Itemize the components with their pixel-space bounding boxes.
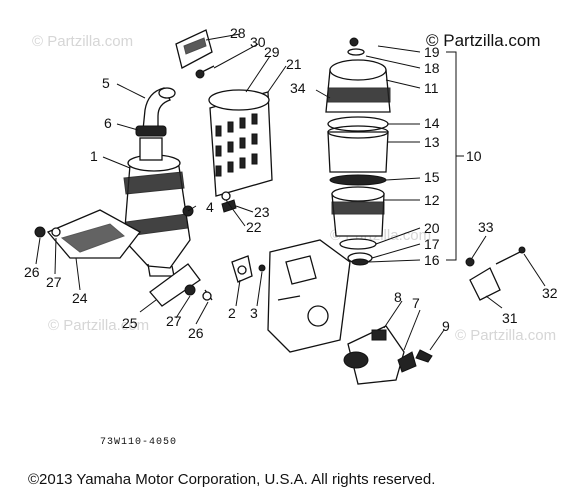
- callout-24: 24: [72, 290, 88, 306]
- callout-34: 34: [290, 80, 306, 96]
- callout-13: 13: [424, 134, 440, 150]
- copyright-notice: ©2013 Yamaha Motor Corporation, U.S.A. A…: [28, 471, 436, 488]
- bolt[interactable]: [415, 349, 433, 363]
- callout-11: 11: [424, 80, 439, 96]
- muffler-bracket[interactable]: [149, 263, 213, 307]
- callout-21: 21: [286, 56, 302, 72]
- muffler-body[interactable]: [123, 154, 191, 277]
- callout-22: 22: [246, 219, 262, 235]
- callout-26: 26: [188, 325, 204, 341]
- lever-bracket[interactable]: [465, 246, 526, 301]
- watermark: © Partzilla.com: [455, 327, 556, 344]
- callout-27: 27: [166, 313, 182, 329]
- callout-2: 2: [228, 305, 236, 321]
- top-cap[interactable]: [175, 29, 215, 79]
- callout-27: 27: [46, 274, 62, 290]
- callout-28: 28: [230, 25, 246, 41]
- callout-30: 30: [250, 34, 266, 50]
- callout-12: 12: [424, 192, 440, 208]
- callout-33: 33: [478, 219, 494, 235]
- callout-31: 31: [502, 310, 518, 326]
- engine-block: [267, 239, 351, 353]
- perforated-guard[interactable]: [208, 89, 273, 197]
- callout-16: 16: [424, 252, 440, 268]
- callout-9: 9: [442, 318, 450, 334]
- stud[interactable]: [258, 264, 266, 272]
- elbow-pipe[interactable]: [135, 87, 176, 161]
- callouts: 1 2 3 4 5 6 7 8 9 10 11 12 13 14 15 16 1…: [24, 25, 558, 341]
- callout-20: 20: [424, 220, 440, 236]
- callout-15: 15: [424, 169, 440, 185]
- callout-6: 6: [104, 115, 112, 131]
- callout-17: 17: [424, 236, 440, 252]
- callout-25: 25: [122, 315, 138, 331]
- callout-26: 26: [24, 264, 40, 280]
- partzilla-brand: © Partzilla.com: [426, 31, 541, 50]
- heat-shield-plate[interactable]: [34, 209, 141, 259]
- callout-5: 5: [102, 75, 110, 91]
- exhaust-gasket[interactable]: [231, 255, 253, 283]
- watermark: © Partzilla.com: [48, 317, 149, 334]
- callout-23: 23: [254, 204, 270, 220]
- callout-32: 32: [542, 285, 558, 301]
- callout-10: 10: [466, 148, 482, 164]
- callout-3: 3: [250, 305, 258, 321]
- nut[interactable]: [221, 191, 231, 201]
- bracket[interactable]: [397, 351, 417, 373]
- intake-body[interactable]: [343, 325, 405, 385]
- air-cleaner-stack[interactable]: [325, 37, 391, 266]
- callout-8: 8: [394, 289, 402, 305]
- callout-4: 4: [206, 199, 214, 215]
- callout-1: 1: [90, 148, 98, 164]
- diagram-code: 73W110-4050: [100, 437, 177, 448]
- callout-14: 14: [424, 115, 440, 131]
- callout-7: 7: [412, 295, 420, 311]
- leader-lines: [35, 33, 546, 351]
- callout-19: 19: [424, 44, 440, 60]
- watermark: © Partzilla.com: [32, 33, 133, 50]
- callout-18: 18: [424, 60, 440, 76]
- callout-29: 29: [264, 44, 280, 60]
